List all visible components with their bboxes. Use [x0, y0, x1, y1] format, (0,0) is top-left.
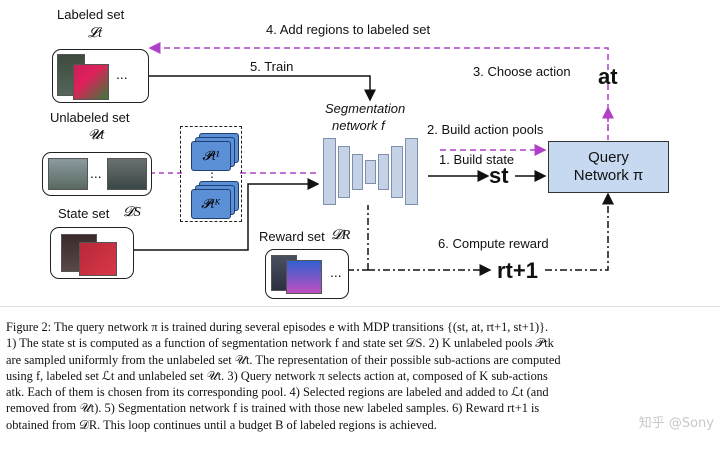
unlabeled-set-box: ... — [42, 152, 152, 196]
labeled-set-title: Labeled set — [57, 7, 125, 22]
add-regions-arrow — [148, 42, 609, 130]
pool-first-label: 𝓟t¹ — [202, 148, 220, 163]
pool-last: 𝓟tᴷ — [191, 189, 231, 219]
reward-set-symbol: 𝓓R — [331, 228, 351, 243]
divider — [0, 306, 720, 307]
pool-last-label: 𝓟tᴷ — [201, 196, 221, 211]
reward-set-ellipsis: ... — [330, 264, 342, 280]
action-pools-box: 𝓟t¹ ⋮ 𝓟tᴷ — [180, 126, 242, 222]
caption-line-2: 1) The state st is computed as a functio… — [6, 336, 554, 351]
reward-set-box: ... — [265, 249, 349, 299]
train-arrow — [148, 75, 376, 102]
pools-to-query-arrow — [240, 150, 545, 174]
pools-between-dots: ⋮ — [206, 170, 218, 184]
watermark: 知乎 @Sony — [638, 416, 714, 431]
labeled-set-box: ... — [52, 49, 149, 103]
unlabeled-image-thumb-2 — [107, 158, 147, 190]
unlabeled-set-title: Unlabeled set — [50, 110, 130, 125]
state-symbol: st — [489, 163, 509, 188]
figure-caption: Figure 2: The query network π is trained… — [6, 319, 716, 433]
state-set-symbol: 𝓓S — [123, 205, 141, 220]
caption-line-6: removed from 𝒰t). 5) Segmentation networ… — [6, 401, 540, 416]
caption-line-7: obtained from 𝒟R. This loop continues un… — [6, 417, 437, 432]
step3-label: 3. Choose action — [473, 64, 571, 79]
reward-symbol: rt+1 — [497, 258, 538, 283]
caption-line-3: are sampled uniformly from the unlabeled… — [6, 352, 561, 367]
diagram: Labeled set 𝓛t ... Unlabeled set 𝓤t ... … — [42, 7, 669, 300]
state-to-network-arrow — [133, 178, 320, 251]
state-set-title: State set — [58, 206, 110, 221]
reward-set-title: Reward set — [259, 229, 325, 244]
caption-line-4: using f, labeled set ℒt and unlabeled se… — [6, 368, 548, 383]
caption-line-1: Figure 2: The query network π is trained… — [6, 320, 549, 334]
reward-mask-thumb — [286, 260, 322, 294]
seg-network-line1: Segmentation — [325, 101, 406, 116]
action-symbol: at — [598, 64, 618, 89]
query-network-line2: Network π — [573, 167, 644, 184]
labeled-set-symbol: 𝓛t — [88, 26, 103, 41]
query-network-line1: Query — [588, 149, 629, 166]
unlabeled-set-ellipsis: ... — [90, 165, 102, 181]
compute-reward-path — [367, 205, 490, 270]
step2-label: 2. Build action pools — [427, 122, 544, 137]
step4-label: 4. Add regions to labeled set — [266, 22, 431, 37]
step1-label: 1. Build state — [439, 152, 515, 167]
arrow-layer — [133, 42, 614, 300]
labeled-mask-thumb — [73, 64, 109, 100]
state-set-box — [50, 227, 134, 279]
state-mask-thumb — [79, 242, 117, 276]
caption-line-5: atk. Each of them is chosen from its cor… — [6, 385, 549, 400]
labeled-set-ellipsis: ... — [116, 66, 128, 82]
reward-to-query-path — [545, 192, 614, 271]
query-network-box: Query Network π — [548, 141, 669, 193]
unlabeled-set-symbol: 𝓤t — [88, 128, 105, 143]
step5-label: 5. Train — [250, 59, 294, 74]
seg-network-line2: network f — [332, 118, 385, 133]
unlabeled-image-thumb-1 — [48, 158, 88, 190]
pool-first: 𝓟t¹ — [191, 141, 231, 171]
step6-label: 6. Compute reward — [438, 236, 549, 251]
